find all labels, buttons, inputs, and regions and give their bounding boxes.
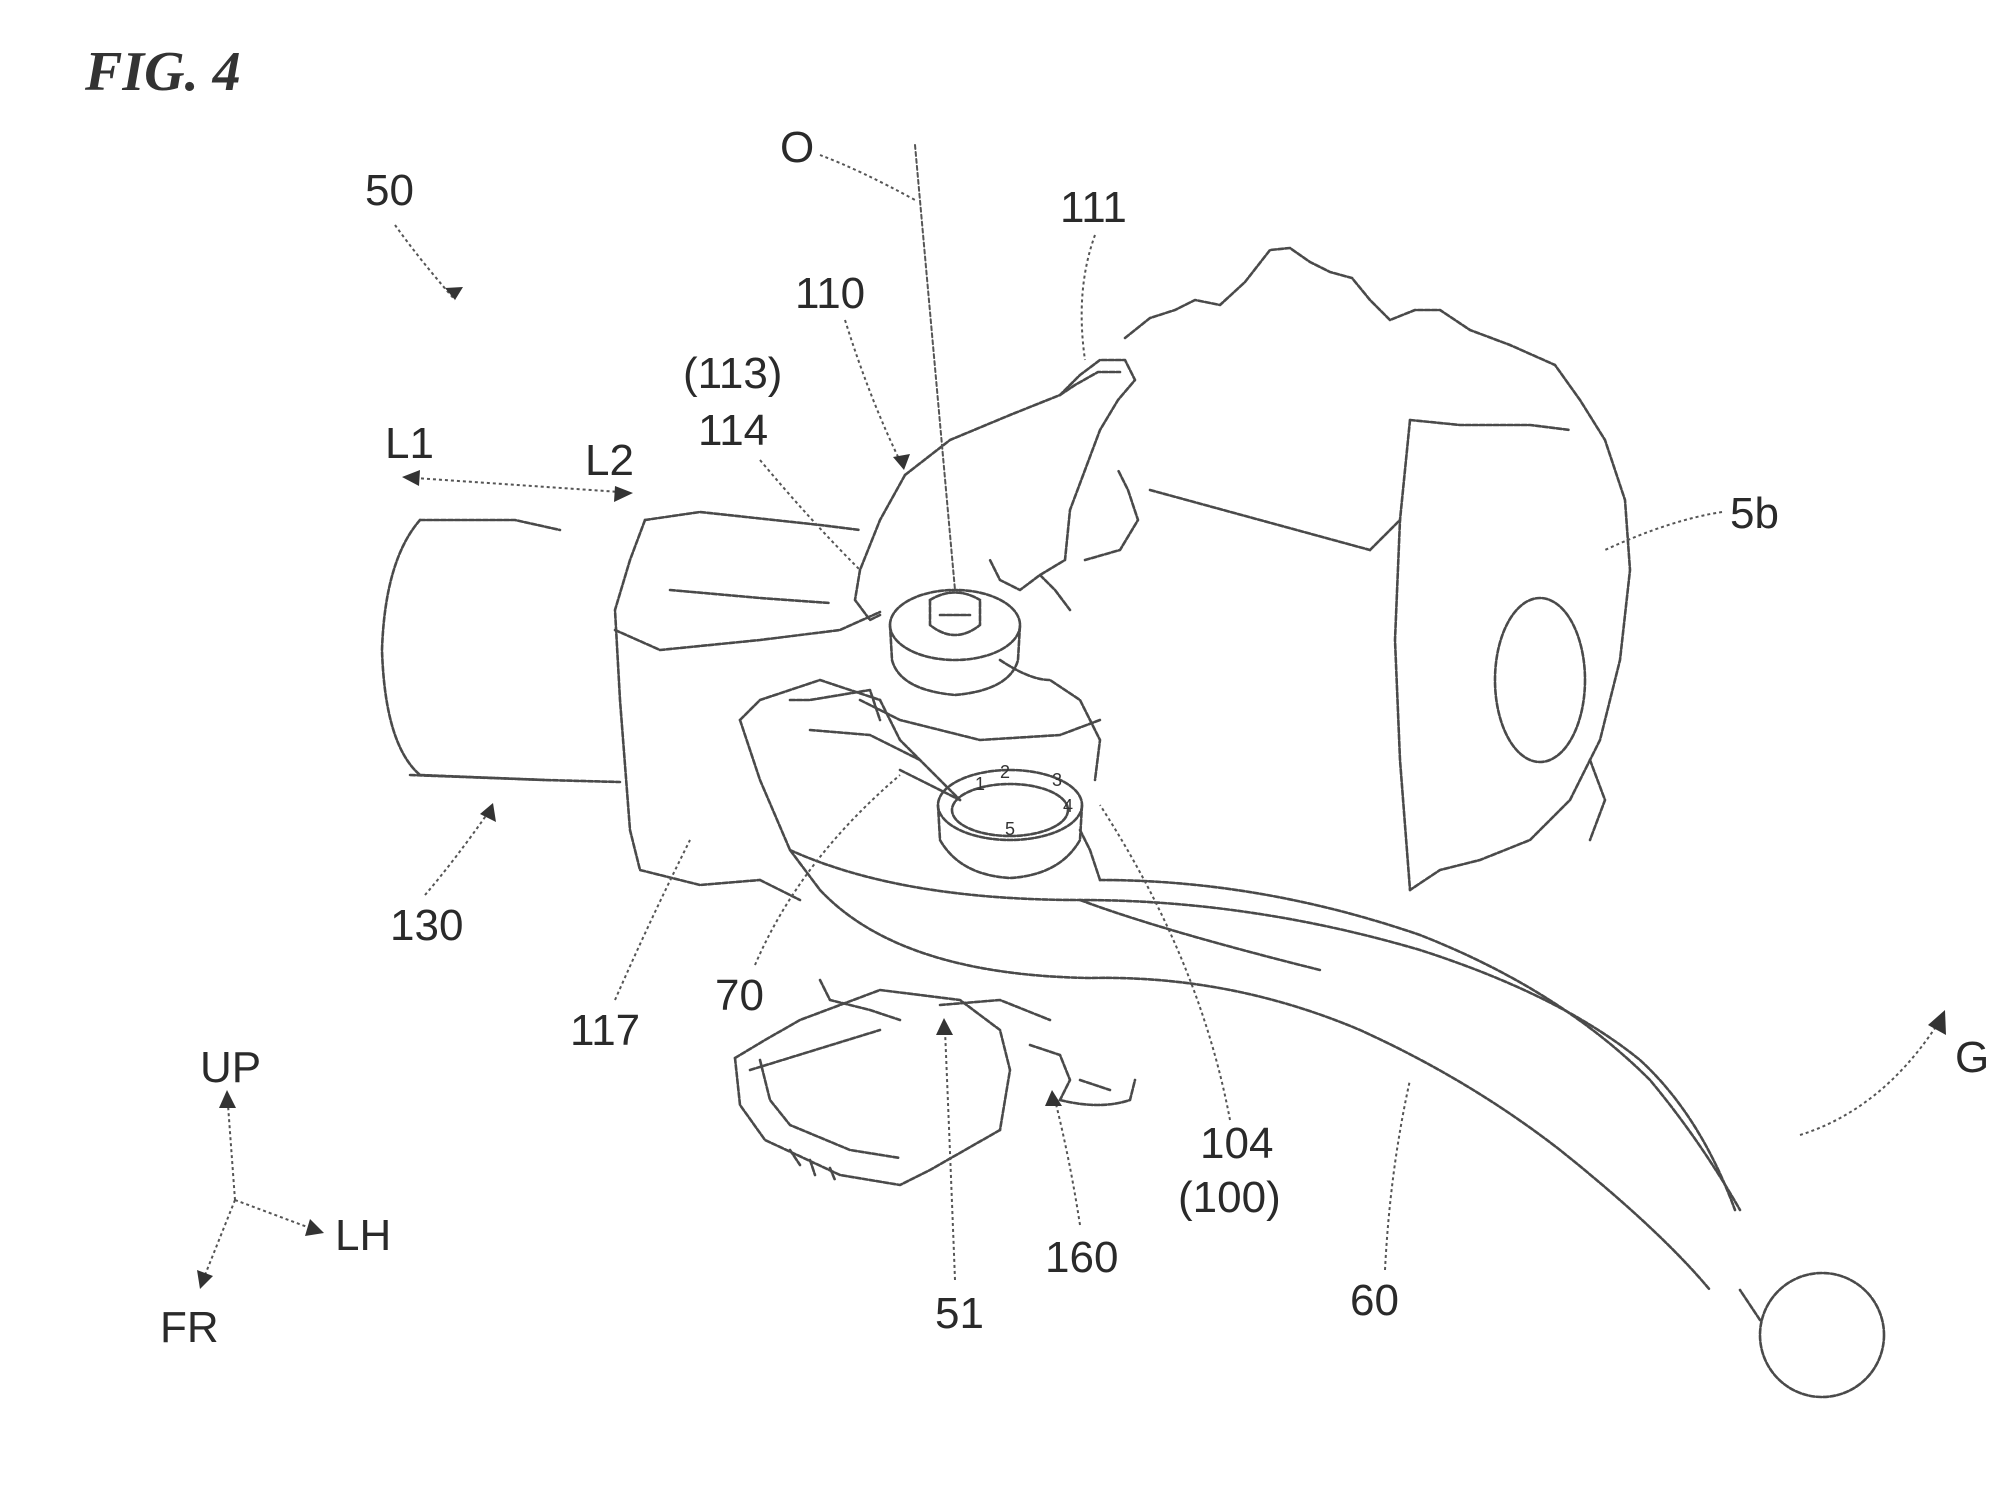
- direction-indicator: UP LH FR: [160, 1043, 391, 1352]
- label-130: 130: [390, 901, 463, 950]
- arrow-up: [219, 1090, 236, 1108]
- figure-title: FIG. 4: [84, 41, 241, 103]
- dial-mark-5: 5: [1005, 819, 1015, 839]
- dial-mark-1: 1: [975, 774, 985, 794]
- label-117: 117: [570, 1006, 640, 1055]
- axis-fr-line: [204, 1199, 236, 1276]
- pivot-block-70: [788, 688, 1102, 882]
- axis-lh-line: [234, 1199, 311, 1229]
- arrow-l1: [402, 470, 420, 486]
- label-g: G: [1955, 1033, 1989, 1082]
- label-l2: L2: [585, 436, 634, 485]
- adjuster-dial-104: 1 2 3 4 5: [936, 762, 1084, 880]
- label-l1: L1: [385, 419, 434, 468]
- leader-114: [759, 459, 861, 571]
- leader-104: [1099, 804, 1231, 1121]
- dial-mark-4: 4: [1063, 796, 1073, 816]
- leader-70: [754, 774, 901, 966]
- pivot-bolt: [858, 588, 1102, 782]
- arrow-160: [1045, 1090, 1062, 1106]
- leader-60: [1384, 1079, 1411, 1271]
- label-114: 114: [698, 406, 768, 455]
- axis-o-line: [914, 144, 956, 591]
- leader-111: [1080, 234, 1096, 361]
- leader-130: [424, 809, 491, 896]
- label-60: 60: [1350, 1276, 1399, 1325]
- arrow-lh: [305, 1219, 324, 1236]
- label-o: O: [780, 123, 814, 172]
- lever-holder-117: [613, 510, 882, 902]
- axis-up-line: [227, 1104, 236, 1201]
- label-lh: LH: [335, 1211, 391, 1260]
- arrow-g: [1928, 1010, 1946, 1035]
- lever-60: [738, 678, 1886, 1399]
- label-up: UP: [200, 1043, 261, 1092]
- label-110: 110: [795, 269, 865, 318]
- leader-110: [844, 319, 903, 466]
- sensor-160: [733, 978, 1137, 1187]
- label-50: 50: [365, 166, 414, 215]
- dial-mark-3: 3: [1052, 770, 1062, 790]
- label-fr: FR: [160, 1303, 219, 1352]
- arrow-130: [480, 803, 496, 822]
- arrow-l2: [614, 486, 633, 502]
- label-51: 51: [935, 1289, 984, 1338]
- arrow-50: [445, 287, 463, 300]
- leader-51: [944, 1029, 956, 1281]
- handlebar-130: [380, 518, 622, 784]
- bracket-110: [853, 358, 1137, 622]
- leader-50: [394, 224, 456, 301]
- label-5b: 5b: [1730, 489, 1779, 538]
- label-160: 160: [1045, 1233, 1118, 1282]
- label-104: 104: [1200, 1119, 1273, 1168]
- label-111: 111: [1060, 183, 1127, 232]
- arrow-110: [893, 454, 910, 470]
- arrow-51: [936, 1018, 953, 1035]
- leader-5b: [1604, 511, 1723, 551]
- label-113: (113): [683, 349, 782, 398]
- leader-160: [1054, 1099, 1081, 1226]
- switch-housing-5b: [1083, 246, 1632, 892]
- dial-mark-2: 2: [1000, 762, 1010, 782]
- label-100: (100): [1178, 1173, 1281, 1222]
- leader-g: [1799, 1027, 1936, 1136]
- leader-117: [614, 839, 691, 1001]
- arrow-fr: [197, 1270, 213, 1289]
- movement-l1-l2: [414, 477, 621, 493]
- label-70: 70: [715, 971, 764, 1020]
- leader-o: [819, 154, 916, 201]
